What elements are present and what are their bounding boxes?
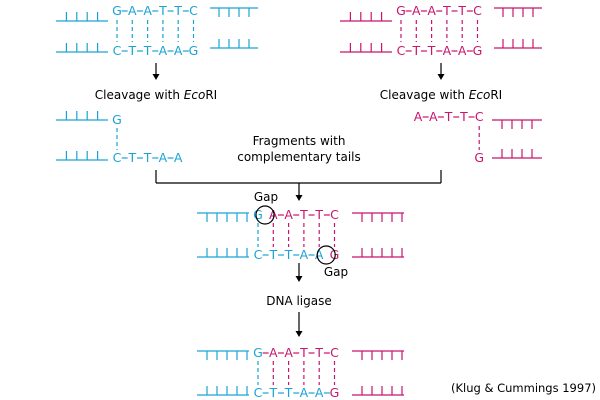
left-top-base-2: A xyxy=(143,3,152,18)
right-top-base-2: A xyxy=(427,3,436,18)
gap-circle-top xyxy=(255,205,275,225)
left-frag-tail-0: C xyxy=(113,150,122,165)
ligated-bottom-base-0: C xyxy=(254,385,263,400)
ligated-top-base-5: C xyxy=(330,345,339,360)
left-top-base-3: T xyxy=(158,3,167,18)
ligated-top-base-1: A xyxy=(269,345,278,360)
gap-label-bottom: Gap xyxy=(324,265,348,279)
annealed-top-base-3: T xyxy=(299,207,308,222)
annealed-top-base-0: G xyxy=(253,207,263,222)
right-bottom-base-0: C xyxy=(397,43,406,58)
ligated-bottom-base-1: T xyxy=(268,385,277,400)
right-top-base-5: C xyxy=(473,3,482,18)
left-frag-tail-4: A xyxy=(174,150,183,165)
ligated-top-base-0: G xyxy=(253,345,263,360)
annealed-top-base-5: C xyxy=(330,207,339,222)
right-bottom-base-3: A xyxy=(443,43,452,58)
cleavage-label-right: Cleavage with EcoRI xyxy=(380,88,502,102)
citation: (Klug & Cummings 1997) xyxy=(451,381,596,395)
left-bottom-base-2: T xyxy=(143,43,152,58)
arrow-anneal-head xyxy=(295,195,303,201)
gap-circle-bottom xyxy=(316,245,336,265)
cleavage-label-left: Cleavage with EcoRI xyxy=(95,88,217,102)
left-bottom-base-5: G xyxy=(189,43,199,58)
ligated-bottom-base-5: G xyxy=(330,385,340,400)
right-frag-tail-3: T xyxy=(459,109,468,124)
annealed-bottom-base-5: G xyxy=(330,247,340,262)
left-bottom-base-1: T xyxy=(127,43,136,58)
left-frag-tail-3: A xyxy=(159,150,168,165)
right-frag-tail-4: C xyxy=(475,109,484,124)
annealed-bottom-base-3: A xyxy=(300,247,309,262)
arrow-cleave-left-head xyxy=(152,74,160,80)
right-frag-tail-0: A xyxy=(414,109,423,124)
fragments-label-line2: complementary tails xyxy=(237,150,361,164)
annealed-bottom-base-2: T xyxy=(284,247,293,262)
right-frag-tail-2: T xyxy=(444,109,453,124)
left-top-base-4: T xyxy=(173,3,182,18)
ligated-top-base-4: T xyxy=(314,345,323,360)
left-bottom-base-3: A xyxy=(159,43,168,58)
right-bottom-base-4: A xyxy=(458,43,467,58)
annealed-bottom-base-4: A xyxy=(315,247,324,262)
left-bottom-base-4: A xyxy=(174,43,183,58)
annealed-bottom-base-0: C xyxy=(254,247,263,262)
annealed-bottom-base-1: T xyxy=(268,247,277,262)
left-top-base-0: G xyxy=(112,3,122,18)
annealed-top-base-4: T xyxy=(314,207,323,222)
left-frag-tail-1: T xyxy=(127,150,136,165)
left-top-base-5: C xyxy=(189,3,198,18)
left-bottom-base-0: C xyxy=(113,43,122,58)
right-bottom-base-1: T xyxy=(411,43,420,58)
right-bottom-base-5: G xyxy=(473,43,483,58)
right-top-base-4: T xyxy=(457,3,466,18)
fragments-label-line1: Fragments with xyxy=(253,134,346,148)
right-top-base-0: G xyxy=(396,3,406,18)
ligated-top-base-2: A xyxy=(284,345,293,360)
ligated-bottom-base-3: A xyxy=(300,385,309,400)
right-top-base-1: A xyxy=(412,3,421,18)
right-frag-bottom-letter: G xyxy=(474,150,484,165)
arrow-gap-to-ligase-top-head xyxy=(295,276,303,282)
right-bottom-base-2: T xyxy=(427,43,436,58)
arrow-cleave-right-head xyxy=(437,74,445,80)
left-top-base-1: A xyxy=(128,3,137,18)
connectors-layer xyxy=(152,63,445,337)
gap-label-top: Gap xyxy=(254,190,278,204)
arrow-ligase-head xyxy=(295,331,303,337)
right-frag-tail-1: A xyxy=(429,109,438,124)
ligated-bottom-base-4: A xyxy=(315,385,324,400)
ligated-bottom-base-2: T xyxy=(284,385,293,400)
left-frag-top-letter: G xyxy=(112,112,122,127)
right-top-base-3: T xyxy=(442,3,451,18)
dna-ligase-label: DNA ligase xyxy=(266,294,332,308)
ligated-top-base-3: T xyxy=(299,345,308,360)
annealed-top-base-2: A xyxy=(284,207,293,222)
left-frag-tail-2: T xyxy=(143,150,152,165)
